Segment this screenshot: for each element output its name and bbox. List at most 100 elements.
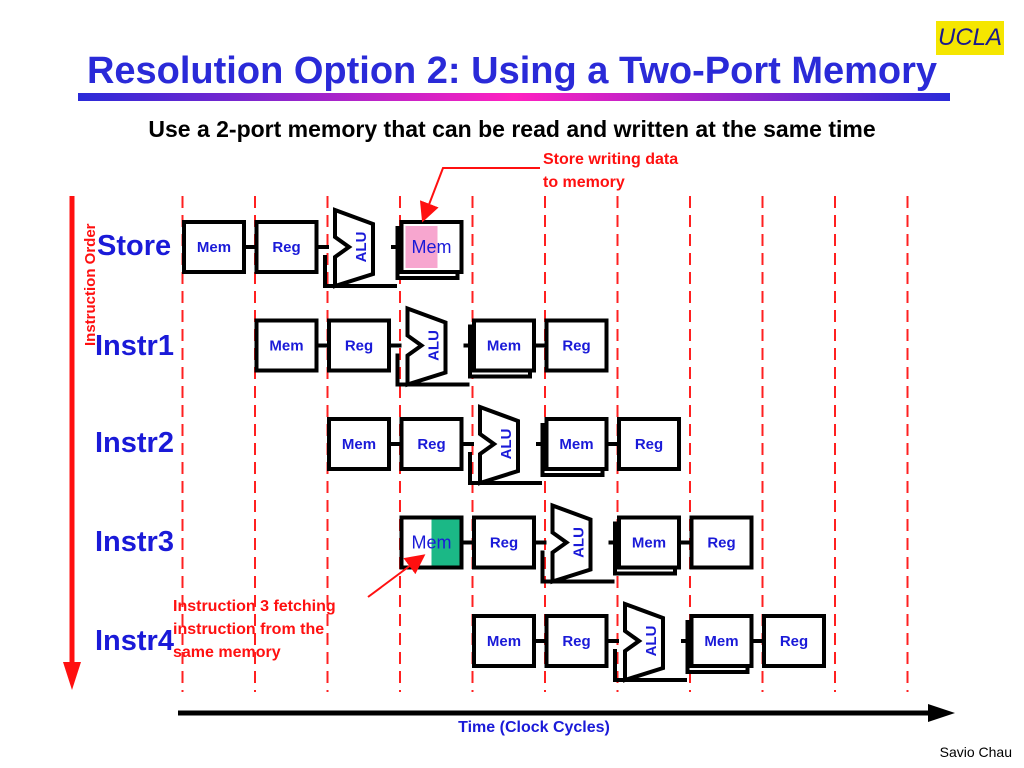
callout-instr3-line-3: same memory bbox=[173, 644, 281, 661]
alu-stage: ALU bbox=[540, 502, 615, 585]
time-axis-label: Time (Clock Cycles) bbox=[458, 719, 610, 736]
mem-stage: Mem bbox=[468, 318, 536, 379]
mem-label: Mem bbox=[559, 436, 593, 453]
mem-label: Mem bbox=[632, 534, 666, 551]
stage-box bbox=[617, 515, 681, 570]
mem-stage: Mem bbox=[399, 515, 464, 570]
mem-label: Mem bbox=[269, 337, 303, 354]
stage-box bbox=[689, 614, 754, 668]
alu-shape bbox=[623, 601, 665, 683]
reg-label: Reg bbox=[272, 239, 300, 256]
alu-label: ALU bbox=[498, 429, 515, 460]
pipeline-row-instr2: Mem Reg ALU Mem Reg bbox=[327, 404, 681, 486]
reg-label: Reg bbox=[635, 436, 663, 453]
instr-label-instr2: Instr2 bbox=[95, 427, 174, 459]
alu-stage: ALU bbox=[613, 601, 687, 683]
mem-label: Mem bbox=[487, 337, 521, 354]
pipeline-row-instr4: Mem Reg ALU Mem Reg bbox=[472, 601, 826, 683]
reg-label: Reg bbox=[490, 534, 518, 551]
mem-label: Mem bbox=[704, 633, 738, 650]
reg-label: Reg bbox=[562, 337, 590, 354]
stage-box bbox=[544, 318, 609, 373]
alu-frame bbox=[323, 255, 397, 288]
mem-label: Mem bbox=[342, 436, 376, 453]
stage-box bbox=[472, 515, 536, 570]
alu-stage: ALU bbox=[323, 207, 397, 289]
callout-store-write: Store writing data to memory bbox=[543, 148, 678, 194]
instruction-order-arrowhead bbox=[63, 662, 81, 690]
alu-label: ALU bbox=[570, 527, 587, 558]
title-underline bbox=[78, 93, 950, 101]
stage-box bbox=[689, 515, 754, 570]
alu-frame bbox=[540, 550, 615, 584]
callout-instr3-line-2: instruction from the bbox=[173, 621, 325, 638]
ucla-logo: UCLA bbox=[936, 21, 1004, 55]
instr-label-instr1: Instr1 bbox=[95, 330, 174, 362]
mem-stage: Mem bbox=[613, 515, 681, 576]
stage-box bbox=[254, 220, 319, 274]
alu-frame bbox=[395, 353, 470, 387]
pipeline-row-instr1: Mem Reg ALU Mem Reg bbox=[254, 305, 609, 388]
reg-stage: Reg bbox=[254, 220, 319, 274]
stage-box bbox=[327, 318, 391, 373]
mem-label: Mem bbox=[197, 239, 231, 256]
alu-frame bbox=[613, 649, 687, 682]
callout-store-line-1: Store writing data bbox=[543, 151, 679, 168]
stage-box bbox=[254, 318, 319, 373]
reg-label: Reg bbox=[417, 436, 445, 453]
callout-instr3-arrow bbox=[367, 554, 426, 598]
stage-box bbox=[399, 417, 464, 471]
mem-stage: Mem bbox=[182, 220, 246, 274]
reg-label: Reg bbox=[345, 337, 373, 354]
mem-label: Mem bbox=[412, 237, 452, 257]
mem-stage: Mem bbox=[254, 318, 319, 373]
author-credit: Savio Chau bbox=[939, 744, 1012, 760]
callout-store-arrow bbox=[419, 167, 540, 223]
instr-label-instr3: Instr3 bbox=[95, 526, 174, 558]
time-axis-arrowhead bbox=[928, 704, 955, 722]
alu-label: ALU bbox=[643, 626, 660, 657]
mem-label: Mem bbox=[487, 633, 521, 650]
reg-stage: Reg bbox=[617, 417, 681, 471]
reg-stage: Reg bbox=[762, 614, 826, 668]
instr-label-store: Store bbox=[97, 230, 172, 262]
pipeline-row-store: Mem Reg ALU Mem bbox=[182, 207, 464, 289]
pipeline-row-instr3: Mem Reg ALU Mem Reg bbox=[399, 502, 754, 585]
mem-stage: Mem bbox=[685, 614, 754, 674]
alu-shape bbox=[550, 502, 593, 585]
stage-box bbox=[472, 614, 536, 668]
alu-stage: ALU bbox=[468, 404, 542, 486]
read-port-highlight bbox=[431, 519, 460, 566]
alu-label: ALU bbox=[353, 232, 370, 263]
alu-shape bbox=[478, 404, 520, 486]
alu-frame bbox=[468, 452, 542, 485]
alu-label: ALU bbox=[425, 330, 442, 361]
slide-title: Resolution Option 2: Using a Two-Port Me… bbox=[86, 50, 938, 92]
slide-subtitle: Use a 2-port memory that can be read and… bbox=[148, 116, 876, 142]
instruction-order-label: Instruction Order bbox=[82, 223, 99, 346]
stage-box bbox=[327, 417, 391, 471]
stage-box bbox=[472, 318, 536, 373]
reg-stage: Reg bbox=[327, 318, 391, 373]
callout-instr3-fetch: Instruction 3 fetching instruction from … bbox=[173, 595, 336, 664]
alu-stage: ALU bbox=[395, 305, 470, 388]
mem-stage: Mem bbox=[540, 417, 609, 477]
mem-label: Mem bbox=[412, 532, 452, 552]
reg-stage: Reg bbox=[544, 318, 609, 373]
reg-stage: Reg bbox=[399, 417, 464, 471]
mem-stage: Mem bbox=[327, 417, 391, 471]
reg-label: Reg bbox=[780, 633, 808, 650]
reg-label: Reg bbox=[707, 534, 735, 551]
mem-stage: Mem bbox=[395, 220, 464, 280]
callout-store-line-2: to memory bbox=[543, 174, 625, 191]
alu-shape bbox=[405, 305, 448, 388]
stage-box bbox=[617, 417, 681, 471]
stage-box bbox=[544, 417, 609, 471]
stage-box bbox=[544, 614, 609, 668]
write-port-highlight bbox=[405, 226, 438, 268]
reg-label: Reg bbox=[562, 633, 590, 650]
reg-stage: Reg bbox=[689, 515, 754, 570]
mem-stage: Mem bbox=[472, 614, 536, 668]
